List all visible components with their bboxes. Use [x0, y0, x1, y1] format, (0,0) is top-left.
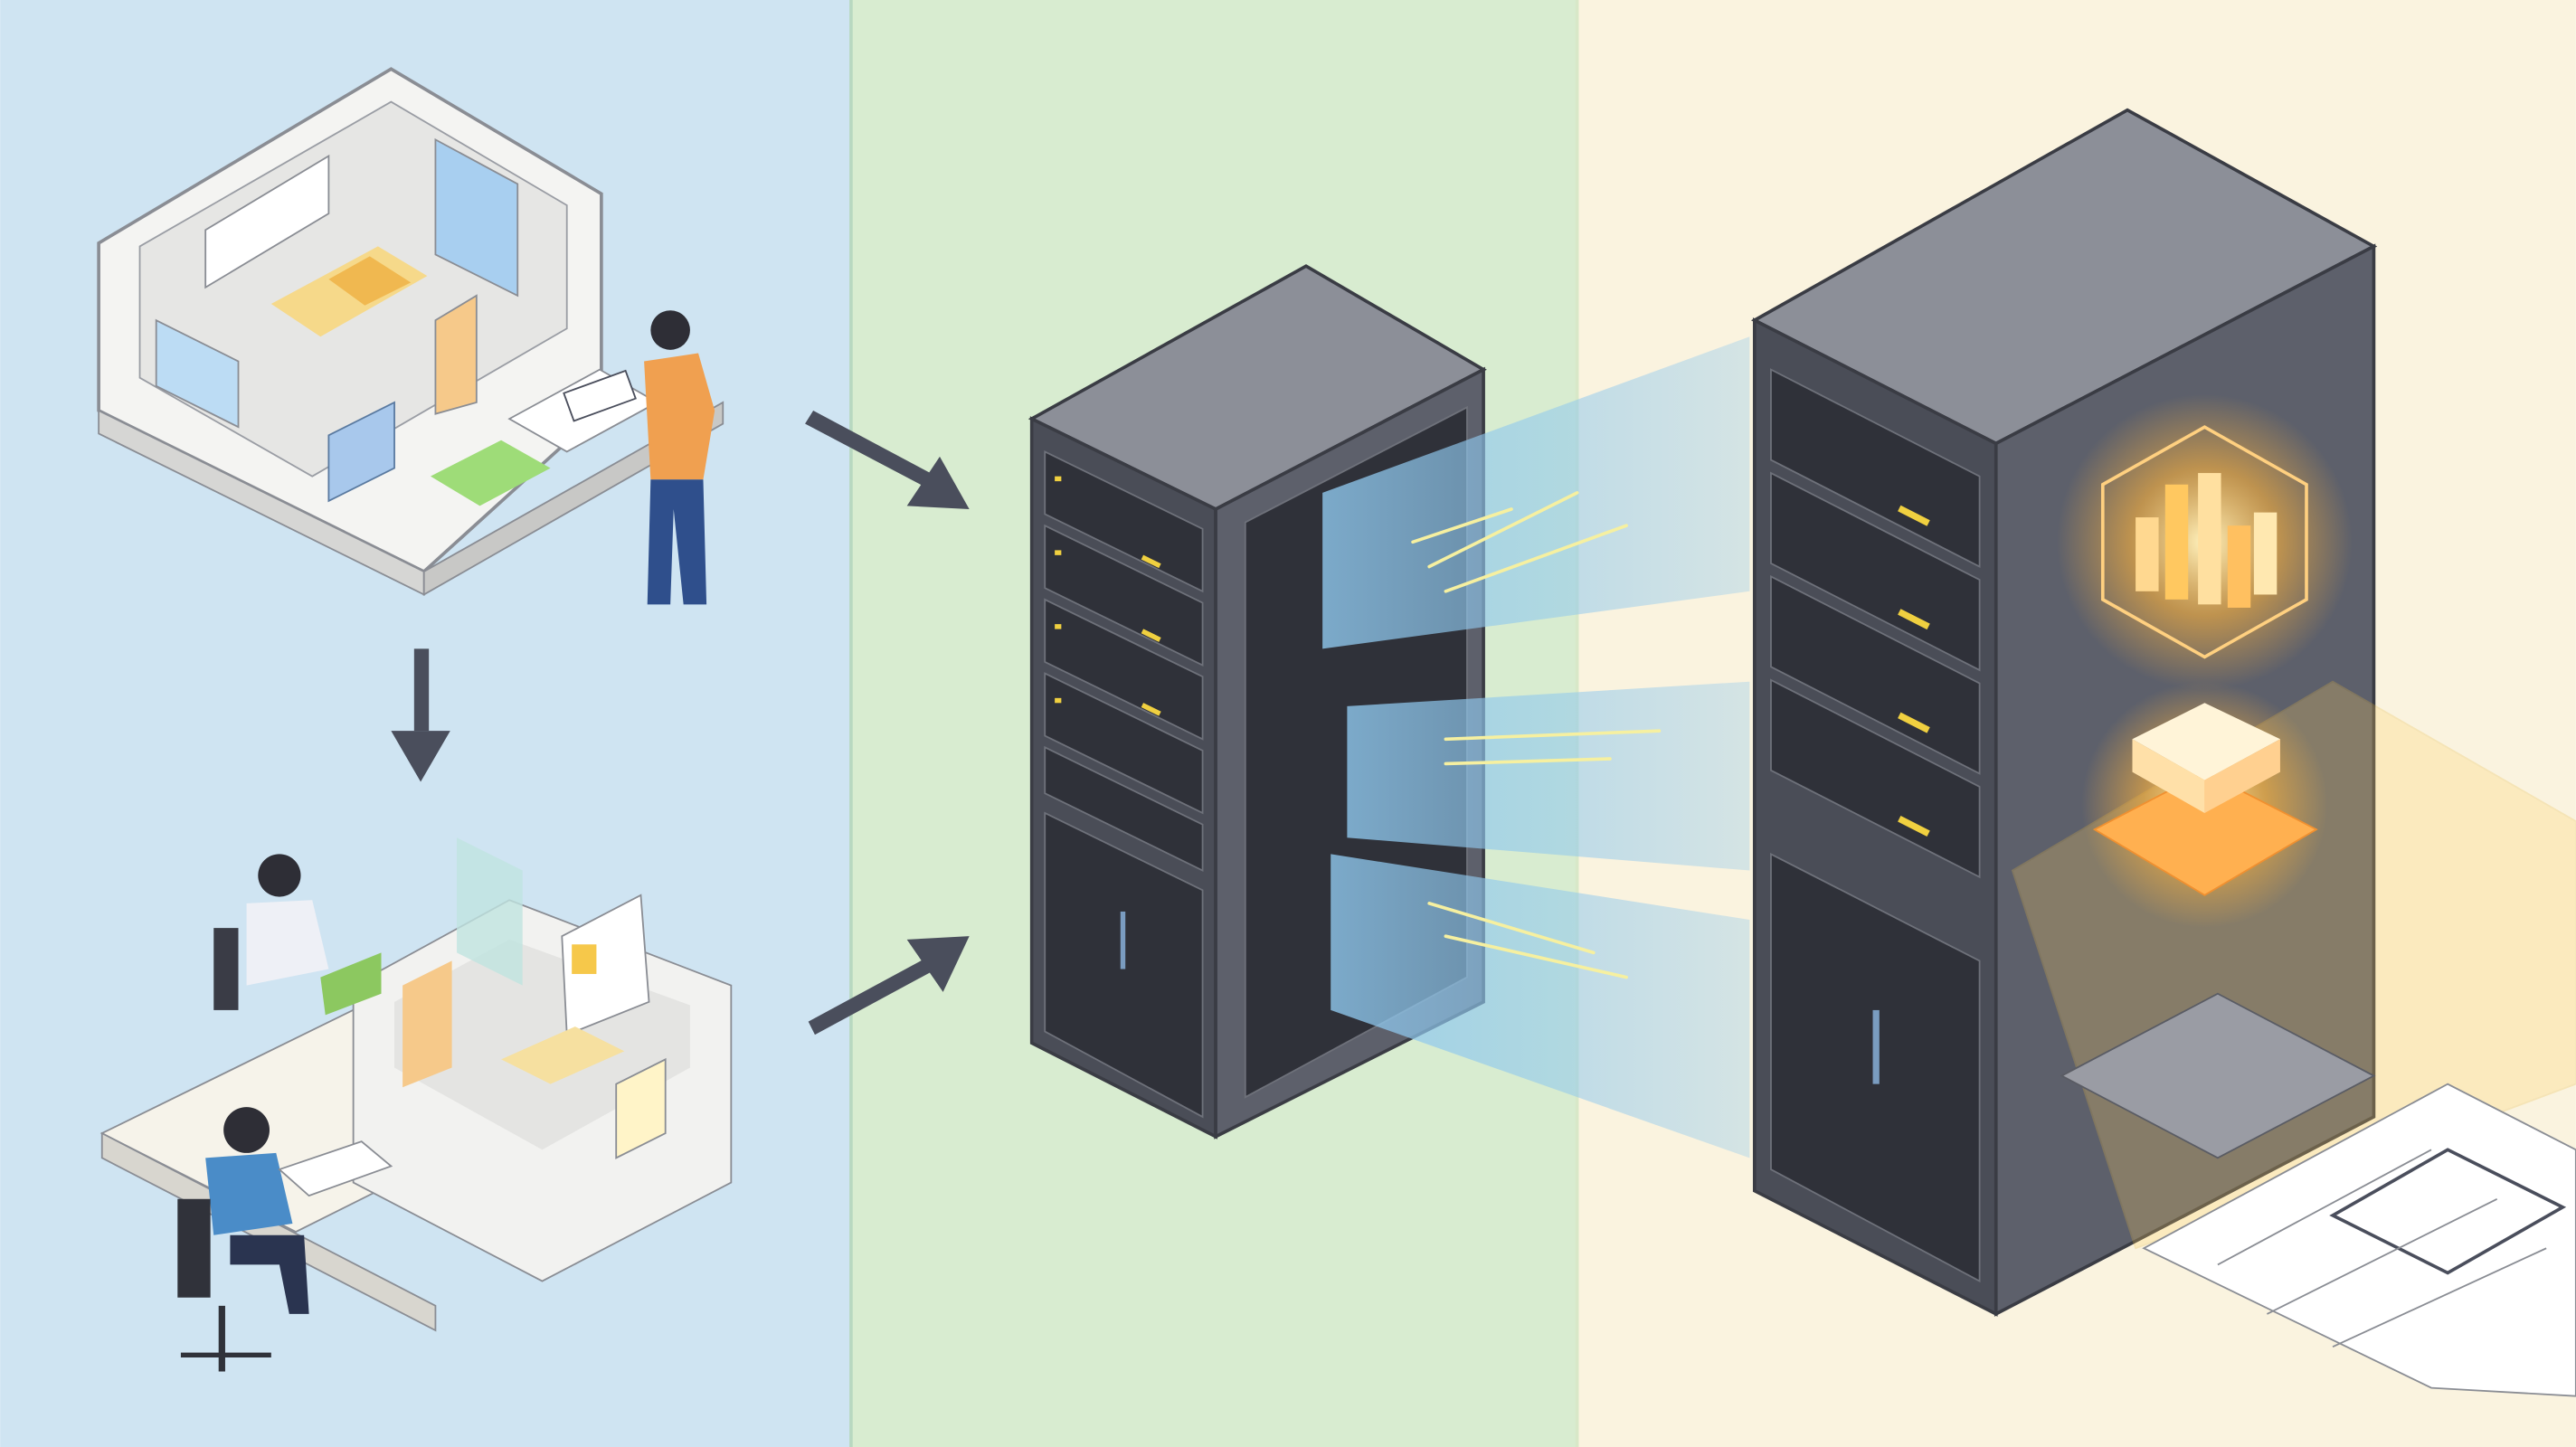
arrow-right-up-icon — [808, 936, 970, 1036]
grid-vent — [2060, 992, 2376, 1159]
status-leds — [1055, 476, 1161, 716]
glowing-data-cube-icon — [2056, 393, 2353, 690]
arrow-right-down-icon — [805, 411, 970, 509]
tower-handle — [1872, 1009, 1880, 1084]
office-worker-bottom — [177, 1107, 393, 1372]
rack-handle — [1120, 911, 1126, 969]
arrow-down-icon — [391, 648, 450, 782]
chip-icon — [2081, 681, 2328, 929]
data-beams — [1322, 336, 1750, 1159]
architect-room — [97, 67, 724, 596]
architect-person — [563, 310, 715, 605]
office-worker-top — [213, 854, 382, 1016]
